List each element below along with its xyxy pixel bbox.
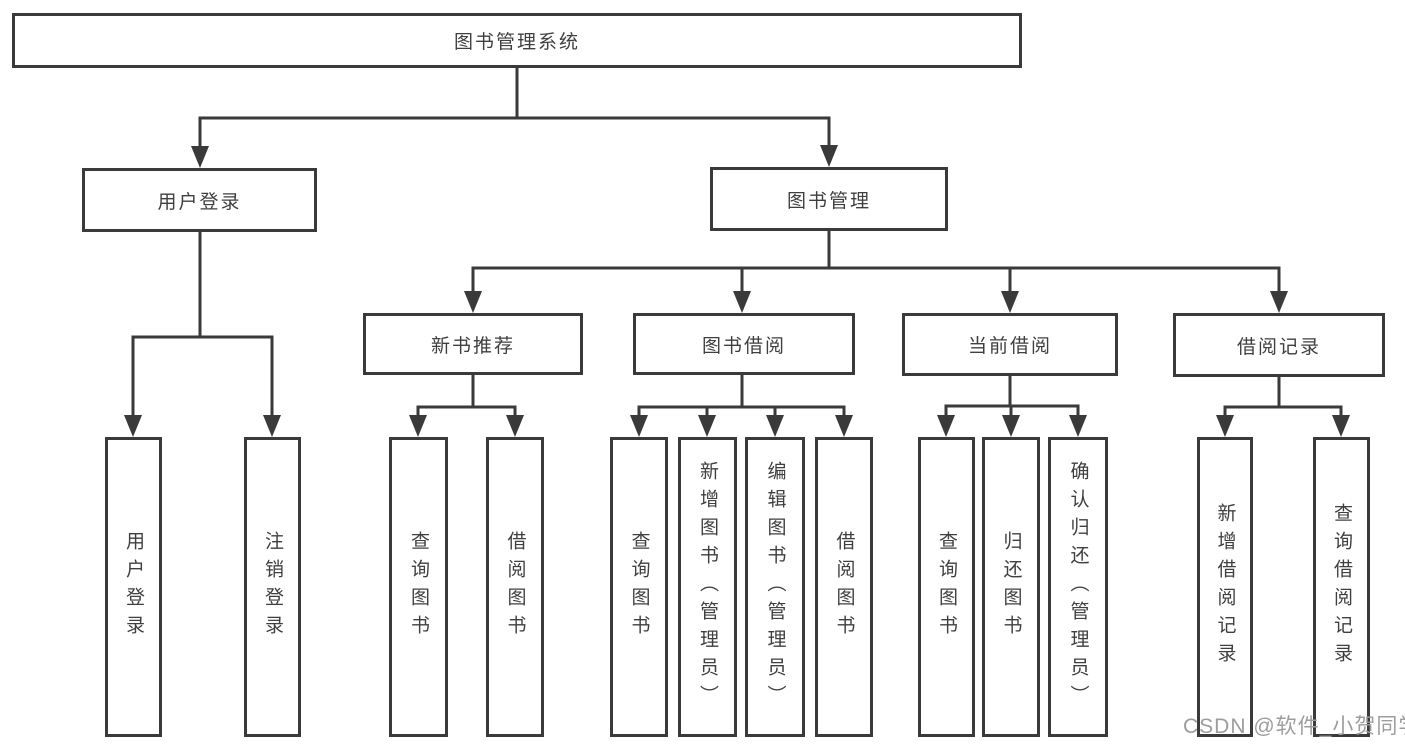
leaf-logout: 注销登录 (244, 437, 301, 737)
leaf-label: 用户登录 (123, 531, 144, 643)
leaf-label: 借阅图书 (833, 531, 855, 643)
leaf-query-borrow-record: 查询借阅记录 (1313, 437, 1370, 737)
leaf-label: 归还图书 (1000, 531, 1022, 643)
csdn-watermark: CSDN @软件_小贺同学 (1183, 715, 1405, 738)
leaf-borrow-books: 借阅图书 (815, 437, 873, 737)
node-borrow-records: 借阅记录 (1173, 313, 1385, 377)
leaf-label: 查询图书 (936, 531, 957, 643)
leaf-query-books: 查询图书 (918, 437, 975, 737)
leaf-label: 新增图书（管理员） (697, 461, 718, 713)
leaf-label: 新增借阅记录 (1214, 503, 1236, 671)
leaf-label: 借阅图书 (504, 531, 526, 643)
leaf-label: 编辑图书（管理员） (764, 461, 786, 713)
leaf-edit-book-admin: 编辑图书（管理员） (745, 437, 805, 737)
leaf-borrow-books: 借阅图书 (486, 437, 544, 737)
leaf-label: 查询图书 (628, 531, 650, 643)
leaf-query-books: 查询图书 (610, 437, 668, 737)
leaf-query-books: 查询图书 (389, 437, 448, 737)
leaf-add-borrow-record: 新增借阅记录 (1197, 437, 1253, 737)
leaf-label: 确认归还（管理员） (1067, 461, 1089, 713)
node-current-borrow: 当前借阅 (902, 313, 1118, 376)
node-user-login: 用户登录 (82, 168, 317, 232)
leaf-return-books: 归还图书 (982, 437, 1040, 737)
node-book-borrow: 图书借阅 (633, 313, 855, 375)
leaf-user-login: 用户登录 (105, 437, 162, 737)
leaf-label: 查询借阅记录 (1331, 503, 1352, 671)
node-new-book-recommend: 新书推荐 (363, 313, 583, 375)
leaf-label: 查询图书 (408, 531, 429, 643)
leaf-confirm-return-admin: 确认归还（管理员） (1048, 437, 1108, 737)
leaf-add-book-admin: 新增图书（管理员） (678, 437, 737, 737)
node-root: 图书管理系统 (12, 13, 1022, 68)
leaf-label: 注销登录 (262, 531, 283, 643)
node-book-management: 图书管理 (710, 167, 948, 231)
